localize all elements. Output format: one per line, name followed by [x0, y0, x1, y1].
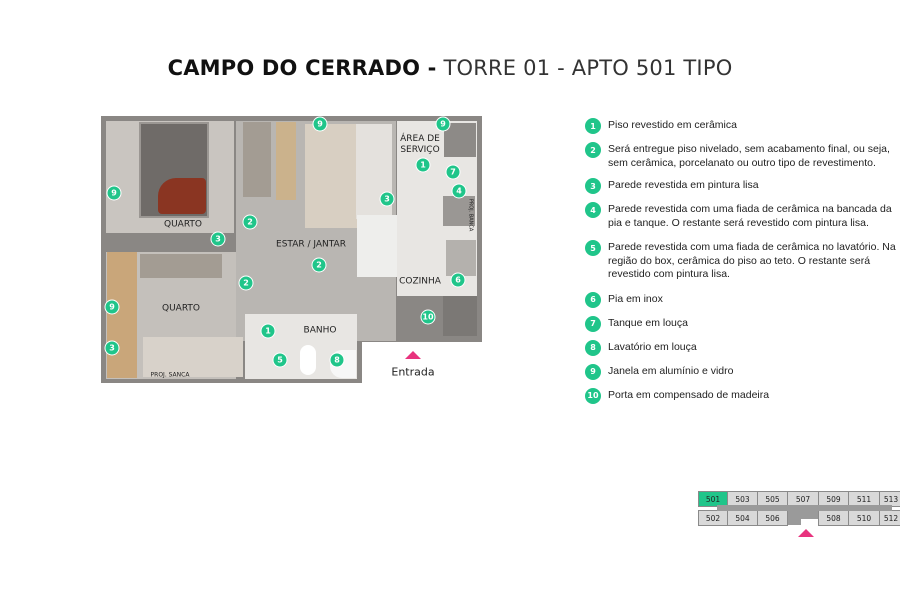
- legend-item: 1 Piso revestido em cerâmica: [585, 118, 897, 134]
- label-proj-bancada: PROJ. BANCA: [467, 198, 474, 232]
- legend-number: 8: [585, 339, 601, 356]
- rug-geometric: [305, 124, 360, 228]
- unit-510: 510: [848, 510, 880, 526]
- legend-text: Lavatório em louça: [608, 340, 697, 353]
- wardrobe-1: [243, 122, 271, 197]
- label-proj-sanca: PROJ. SANCA: [150, 371, 190, 379]
- kitchen-sink: [446, 240, 476, 276]
- label-banho: BANHO: [303, 325, 337, 336]
- unit-506: 506: [757, 510, 788, 526]
- marker: 9: [104, 299, 120, 315]
- legend-text: Piso revestido em cerâmica: [608, 119, 737, 131]
- marker: 3: [104, 340, 120, 356]
- fridge: [443, 296, 477, 336]
- legend-text: Pia em inox: [608, 292, 663, 305]
- marker: 10: [420, 309, 436, 325]
- washing-machine: [444, 123, 476, 157]
- marker: 2: [242, 214, 258, 230]
- desk: [107, 252, 137, 378]
- marker: 9: [106, 185, 122, 201]
- legend-number: 3: [585, 178, 601, 194]
- unit-502: 502: [698, 510, 728, 526]
- marker: 5: [272, 352, 288, 368]
- legend: 1 Piso revestido em cerâmica 2 Será entreg…: [585, 118, 897, 412]
- tv-panel: [276, 122, 296, 200]
- legend-number: 2: [585, 142, 601, 158]
- title-project: CAMPO DO CERRADO -: [167, 56, 437, 80]
- label-estar-jantar: ESTAR / JANTAR: [276, 239, 346, 250]
- legend-item: 6 Pia em inox: [585, 291, 897, 308]
- marker: 2: [238, 275, 254, 291]
- legend-text: Parede revestida em pintura lisa: [608, 179, 759, 191]
- legend-number: 7: [585, 315, 601, 332]
- label-area-servico: ÁREA DE SERVIÇO: [400, 134, 440, 155]
- legend-number: 6: [585, 291, 601, 308]
- marker: 9: [435, 116, 451, 132]
- legend-text: Porta em compensado de madeira: [608, 388, 770, 401]
- legend-item: 9 Janela em alumínio e vidro: [585, 363, 897, 380]
- legend-number: 9: [585, 363, 601, 380]
- stove: [443, 196, 475, 226]
- legend-item: 8 Lavatório em louça: [585, 339, 897, 356]
- marker: 1: [415, 157, 431, 173]
- marker: 6: [450, 272, 466, 288]
- legend-number: 4: [585, 202, 601, 218]
- label-quarto-2: QUARTO: [161, 303, 201, 314]
- legend-text: Janela em alumínio e vidro: [608, 364, 734, 377]
- unit-504: 504: [727, 510, 758, 526]
- entrance-arrow-icon: [798, 529, 814, 537]
- corridor-entry: [801, 519, 818, 525]
- marker: 2: [311, 257, 327, 273]
- entrance-arrow-icon: [405, 351, 421, 359]
- wardrobe-2: [140, 254, 222, 278]
- legend-text: Será entregue piso nivelado, sem acabame…: [608, 143, 890, 169]
- legend-number: 10: [585, 387, 601, 404]
- legend-text: Tanque em louça: [608, 316, 688, 329]
- marker: 7: [445, 164, 461, 180]
- marker: 1: [260, 323, 276, 339]
- unit-508: 508: [818, 510, 849, 526]
- legend-item: 7 Tanque em louça: [585, 315, 897, 332]
- entrance-label: Entrada: [391, 365, 435, 379]
- legend-item: 2 Será entregue piso nivelado, sem acabam…: [585, 142, 897, 170]
- legend-number: 5: [585, 240, 601, 256]
- legend-item: 5 Parede revestida com uma fiada de cerâm…: [585, 240, 897, 282]
- unit-512: 512: [879, 510, 900, 526]
- marker: 9: [312, 116, 328, 132]
- bed-blanket: [158, 178, 206, 214]
- plan-notch: [362, 342, 484, 387]
- title-unit: TORRE 01 - APTO 501 TIPO: [443, 56, 733, 80]
- legend-number: 1: [585, 118, 601, 134]
- page-title: CAMPO DO CERRADO - TORRE 01 - APTO 501 T…: [0, 56, 900, 80]
- marker: 3: [379, 191, 395, 207]
- legend-text: Parede revestida com uma fiada de cerâmi…: [608, 203, 892, 229]
- legend-text: Parede revestida com uma fiada de cerâmi…: [608, 241, 896, 280]
- toilet: [300, 345, 316, 375]
- marker: 3: [210, 231, 226, 247]
- marker: 8: [329, 352, 345, 368]
- dining-table: [357, 215, 397, 277]
- bed-single: [143, 337, 243, 377]
- label-quarto-1: QUARTO: [163, 219, 203, 230]
- legend-item: 3 Parede revestida em pintura lisa: [585, 178, 897, 194]
- label-cozinha: COZINHA: [399, 276, 441, 287]
- marker: 4: [451, 183, 467, 199]
- legend-item: 10 Porta em compensado de madeira: [585, 387, 897, 404]
- legend-item: 4 Parede revestida com uma fiada de cerâm…: [585, 202, 897, 230]
